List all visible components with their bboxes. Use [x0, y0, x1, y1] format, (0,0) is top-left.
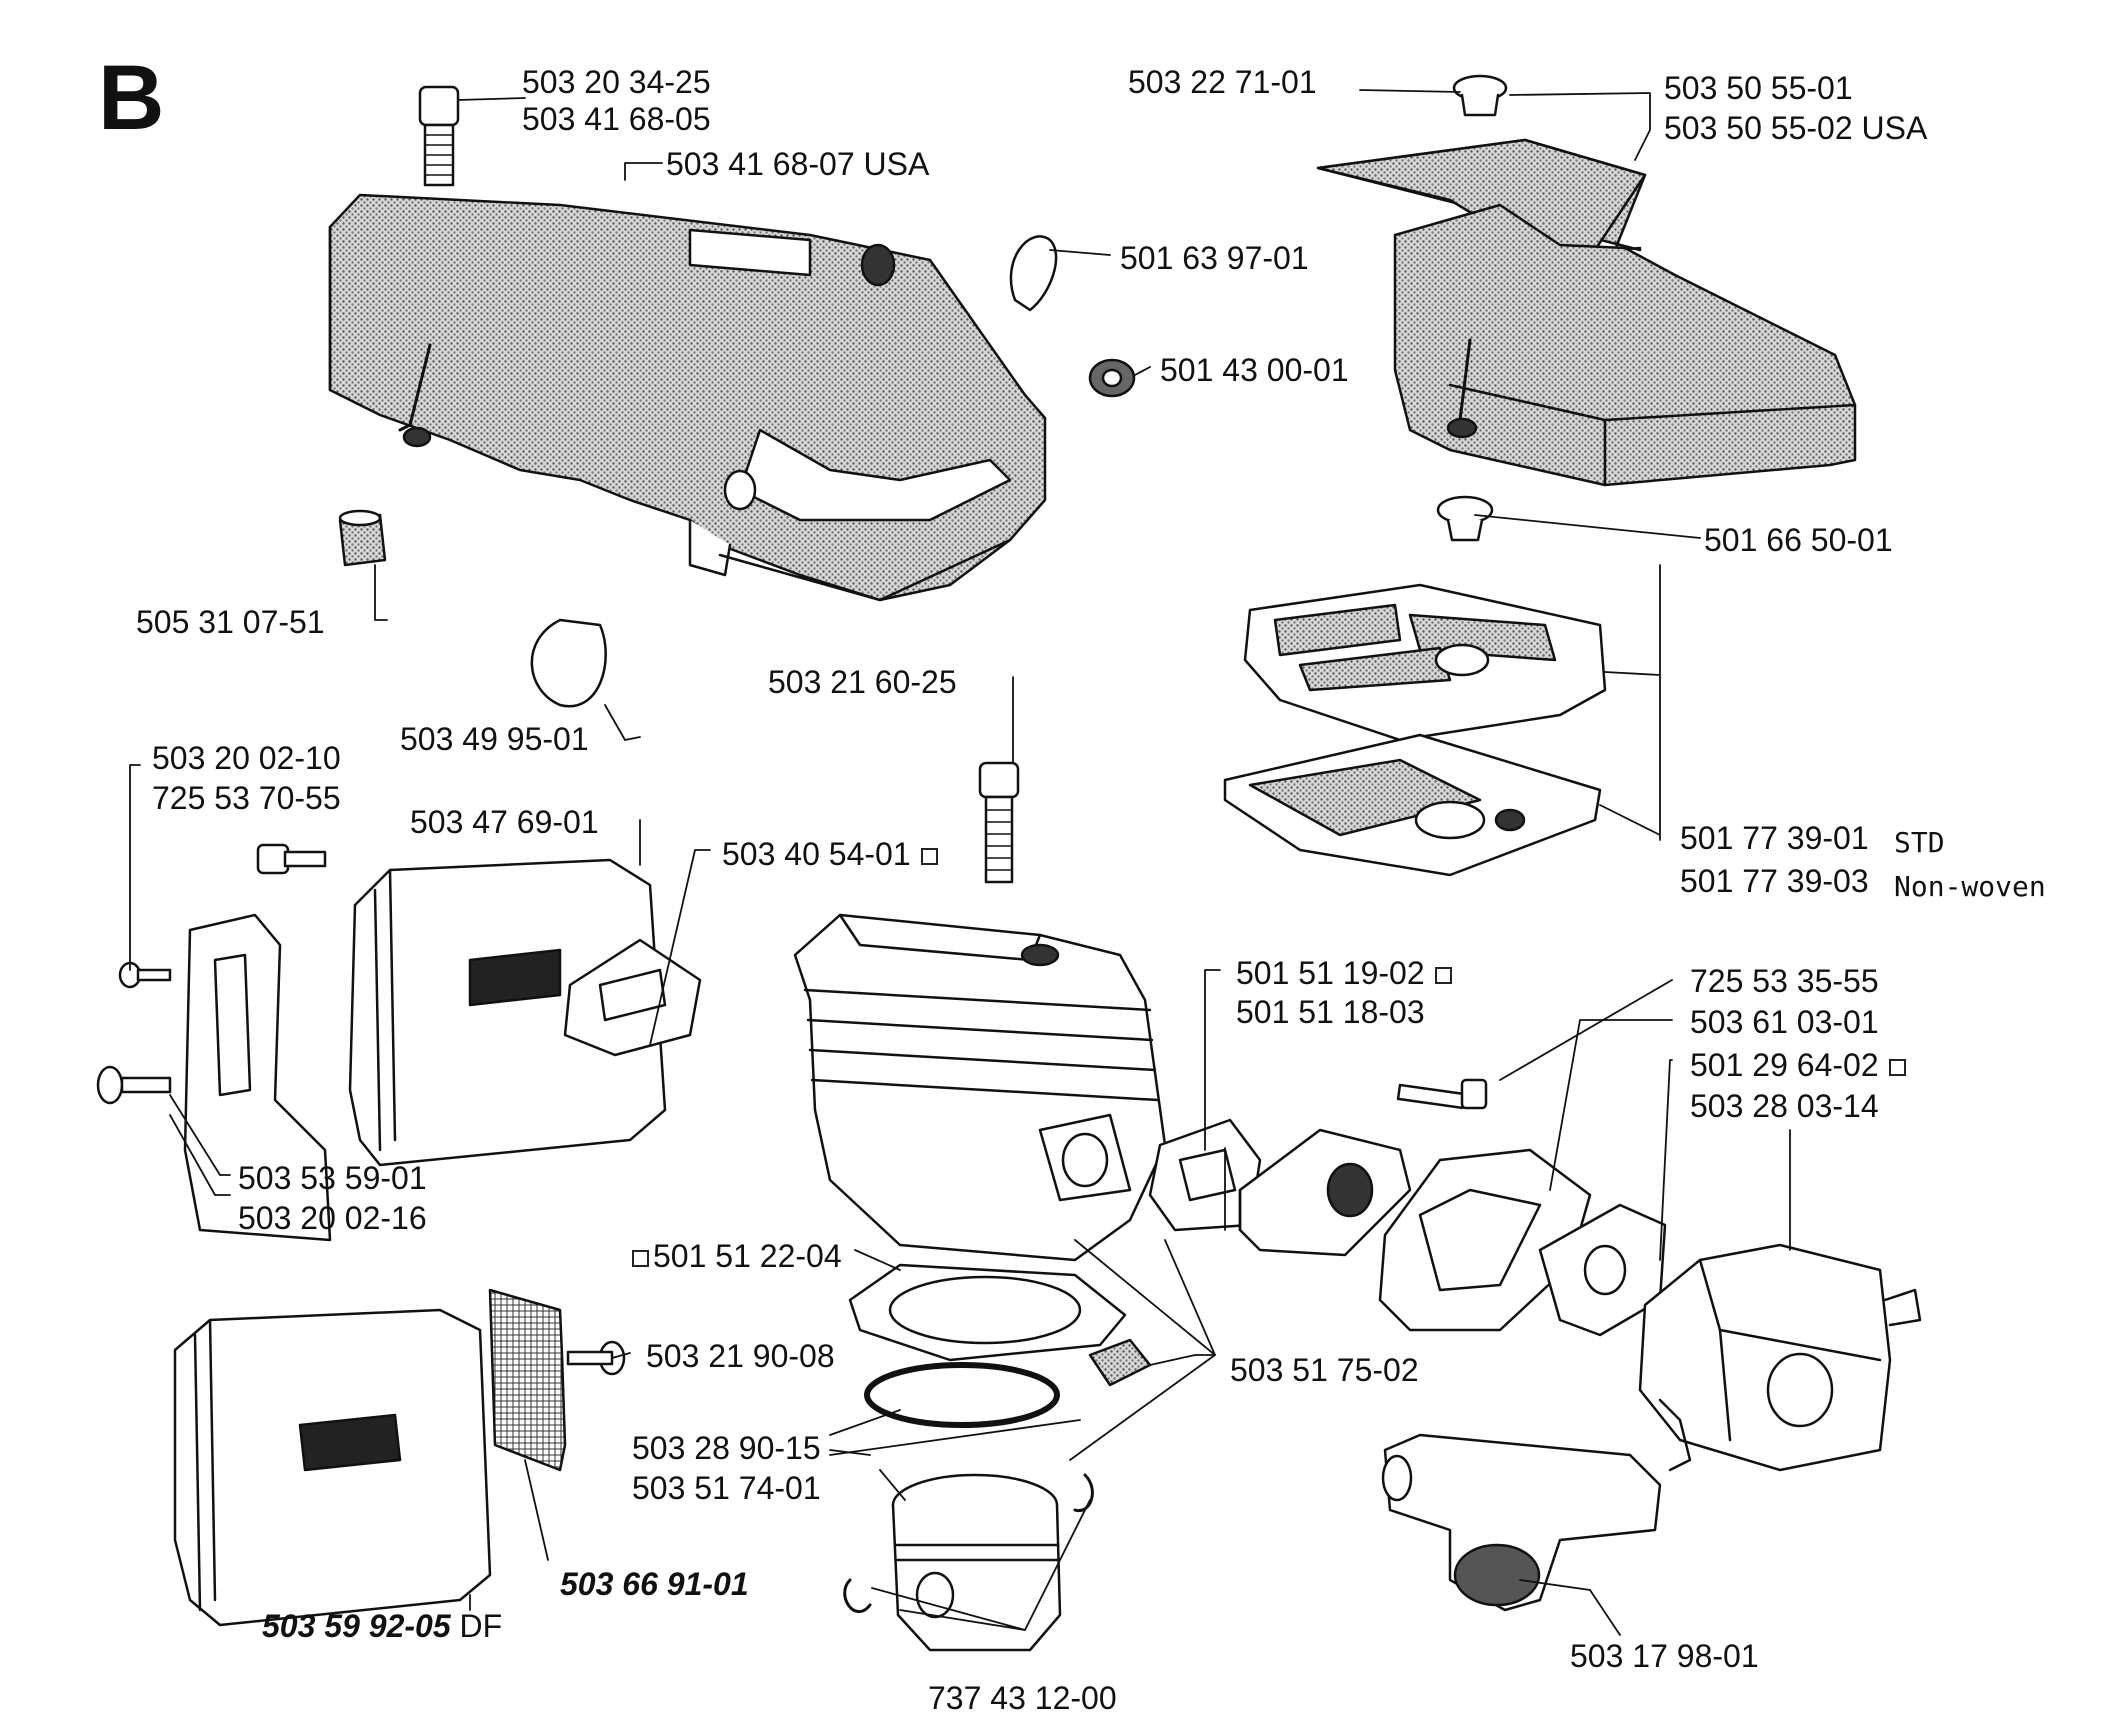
label-filter-cover-1: 503 50 55-01	[1664, 70, 1853, 106]
circlip-right-shape	[1073, 1473, 1094, 1513]
label-muffler: 503 47 69-01	[410, 804, 599, 840]
carb-gasket-shape	[1538, 1203, 1667, 1337]
label-intake-gasket-2: 501 51 18-03	[1236, 994, 1425, 1030]
kit-box-icon	[1888, 1059, 1906, 1077]
df-muffler-shape	[173, 1308, 492, 1627]
label-base-gasket: 501 51 22-04	[632, 1240, 842, 1272]
intake-flange-shape	[1238, 1128, 1412, 1257]
label-sleeve: 505 31 07-51	[136, 604, 325, 640]
carb-screw-shape	[1396, 1078, 1488, 1110]
label-filter-cover-2: 503 50 55-02 USA	[1664, 110, 1928, 146]
label-bracket-1: 503 53 59-01	[238, 1160, 427, 1196]
label-carb-screw: 725 53 35-55	[1690, 963, 1879, 999]
label-bracket-2: 503 20 02-16	[238, 1200, 427, 1236]
label-rings-2: 503 51 74-01	[632, 1470, 821, 1506]
label-plug-top: 503 22 71-01	[1128, 64, 1317, 100]
bracket-shape	[183, 913, 332, 1242]
carburettor-shape	[1638, 1243, 1922, 1472]
top-plug-shape	[1452, 74, 1508, 117]
label-knob: 501 66 50-01	[1704, 522, 1893, 558]
cylinder-screw-shape	[978, 761, 1020, 884]
kit-box-icon	[1434, 967, 1452, 985]
label-air-filter-2: 501 77 39-03	[1680, 863, 1869, 899]
cylinder-shape	[793, 913, 1167, 1262]
spark-screen-shape	[488, 1288, 567, 1472]
label-screw-top-2: 503 41 68-05	[522, 101, 711, 137]
air-filter-lower-shape	[1223, 733, 1602, 877]
rubber-adaptor-shape	[1378, 1148, 1592, 1332]
air-filter-upper-shape	[1243, 583, 1607, 742]
label-piston-kit: 737 43 12-00	[928, 1680, 1117, 1716]
piston-ring-shape	[864, 1362, 1060, 1428]
label-rubber-loop: 501 63 97-01	[1120, 240, 1309, 276]
label-grommet: 501 43 00-01	[1160, 352, 1349, 388]
muffler-gasket-shape	[563, 938, 702, 1057]
section-letter: B	[98, 47, 165, 149]
label-intake-boot: 503 17 98-01	[1570, 1638, 1759, 1674]
note-std: STD	[1894, 826, 1945, 859]
piston-shape	[891, 1473, 1062, 1652]
kit-box-icon	[632, 1250, 649, 1268]
label-bracket-screw-2: 725 53 70-55	[152, 780, 341, 816]
note-non-woven: Non-woven	[1894, 870, 2046, 903]
bracket-screw-left-shape	[118, 961, 172, 989]
circlip-left-shape	[843, 1578, 872, 1614]
label-air-filter-1: 501 77 39-01	[1680, 820, 1869, 856]
muffler-shape	[348, 858, 667, 1167]
label-screw-top-1: 503 20 34-25	[522, 64, 711, 100]
top-screw-shape	[418, 85, 460, 187]
label-carburettor: 503 28 03-14	[1690, 1088, 1879, 1124]
label-rings-1: 503 28 90-15	[632, 1430, 821, 1466]
kit-box-icon	[920, 848, 938, 866]
knob-shape	[1436, 495, 1494, 542]
screen-screw-shape	[566, 1340, 626, 1376]
label-cover-usa: 503 41 68-07 USA	[666, 146, 930, 182]
label-cyl-screw: 503 21 60-25	[768, 664, 957, 700]
base-gasket-shape	[848, 1263, 1127, 1362]
intake-gasket-shape	[1148, 1118, 1262, 1232]
needle-bearing-shape	[1088, 1338, 1152, 1387]
leader-lines	[129, 89, 1791, 1636]
bracket-screw-upper-shape	[256, 843, 327, 875]
grommet-shape	[1088, 358, 1136, 398]
top-cover-shape	[328, 193, 1047, 602]
label-muffler-gasket: 503 40 54-01	[722, 838, 938, 870]
bracket-screw-lower-shape	[96, 1065, 172, 1105]
strap-shape	[530, 618, 607, 708]
filter-cover-shape	[1316, 138, 1857, 487]
label-cylinder-kit: 503 51 75-02	[1230, 1352, 1419, 1388]
label-muffler-df: 503 59 92-05 DF	[262, 1608, 503, 1644]
label-strap: 503 49 95-01	[400, 721, 589, 757]
label-spark-screen: 503 66 91-01	[560, 1566, 749, 1602]
sleeve-shape	[338, 509, 387, 567]
label-carb-adaptor: 503 61 03-01	[1690, 1004, 1879, 1040]
label-screen-screw: 503 21 90-08	[646, 1338, 835, 1374]
label-carb-gasket: 501 29 64-02	[1690, 1049, 1906, 1081]
label-bracket-screw-1: 503 20 02-10	[152, 740, 341, 776]
loop-shape	[1009, 235, 1058, 312]
intake-boot-shape	[1381, 1433, 1662, 1612]
label-intake-gasket-1: 501 51 19-02	[1236, 957, 1452, 989]
